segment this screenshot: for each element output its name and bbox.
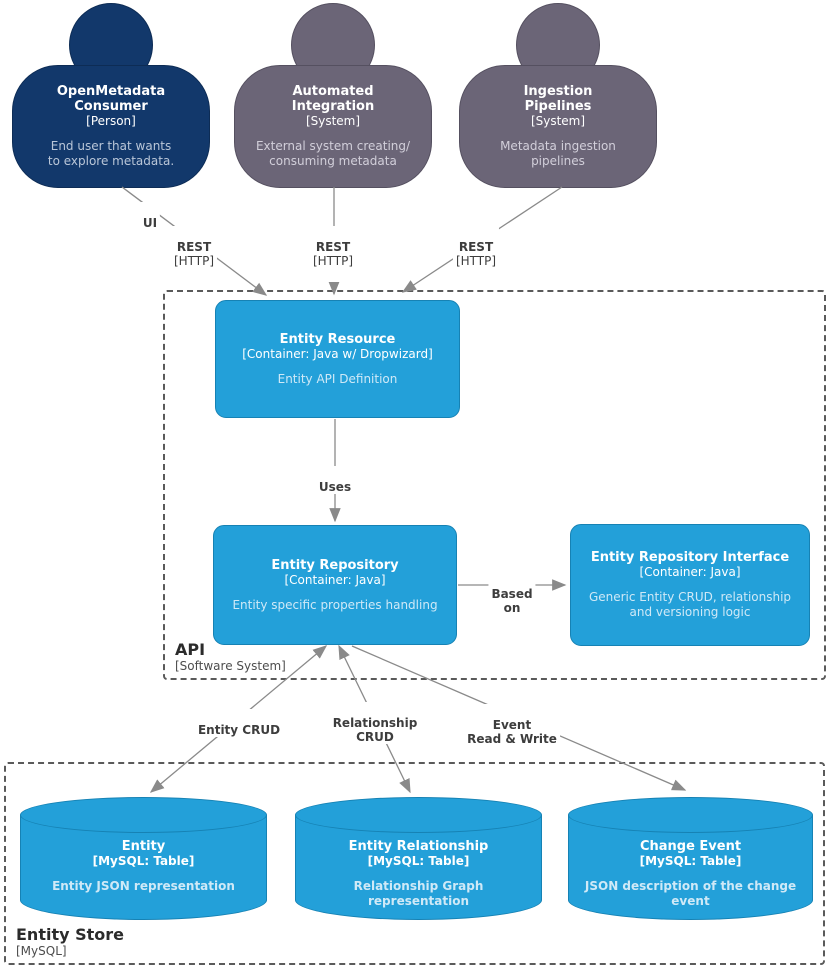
database-description: JSON description of the change event — [584, 879, 797, 908]
actor-automated-integration-body: Automated Integration [System] External … — [234, 65, 432, 188]
edge-label-text: Based on — [491, 587, 533, 615]
database-cylinder-body — [20, 815, 267, 920]
edge-label-ui: UI — [139, 202, 161, 230]
container-entity-repository-interface: Entity Repository Interface [Container: … — [570, 524, 810, 646]
edge-label-text: Entity CRUD — [197, 723, 281, 737]
actor-title: Automated Integration — [291, 84, 375, 114]
actor-description: Metadata ingestion pipelines — [500, 139, 616, 168]
actor-openmetadata-consumer-body: OpenMetadata Consumer [Person] End user … — [12, 65, 210, 188]
database-entity-relationship-content: Entity Relationship [MySQL: Table] Relat… — [295, 797, 542, 909]
actor-type: [System] — [530, 114, 586, 128]
container-description: Entity API Definition — [277, 371, 398, 386]
boundary-api-sub: [Software System] — [175, 659, 286, 673]
edge-label-relationship-crud: Relationship CRUD — [329, 702, 421, 744]
actor-type: [System] — [305, 114, 361, 128]
edge-label-tech: [HTTP] — [312, 254, 354, 268]
edge-label-rest-1: REST [HTTP] — [170, 226, 218, 282]
actor-ingestion-pipelines: Ingestion Pipelines [System] Metadata in… — [459, 3, 657, 188]
edge-label-text: REST — [176, 240, 212, 254]
boundary-api-label: API [Software System] — [175, 641, 286, 674]
edge-label-entity-crud: Entity CRUD — [194, 709, 284, 737]
edge-label-rest-3: REST [HTTP] — [452, 226, 500, 282]
edge-label-text: REST — [458, 240, 494, 254]
database-tech: [MySQL: Table] — [639, 854, 742, 868]
database-cylinder-icon — [568, 797, 813, 833]
container-title: Entity Repository Interface — [590, 550, 790, 565]
boundary-entity-store-name: Entity Store — [16, 925, 125, 944]
container-title: Entity Resource — [279, 331, 396, 347]
database-description: Relationship Graph representation — [353, 879, 484, 908]
database-entity-relationship: Entity Relationship [MySQL: Table] Relat… — [295, 797, 542, 920]
edge-label-text: UI — [142, 216, 158, 230]
actor-title: OpenMetadata Consumer — [56, 84, 166, 114]
database-change-event: Change Event [MySQL: Table] JSON descrip… — [568, 797, 813, 920]
actor-ingestion-pipelines-body: Ingestion Pipelines [System] Metadata in… — [459, 65, 657, 188]
database-title: Change Event — [639, 839, 742, 854]
container-description: Entity specific properties handling — [232, 597, 438, 612]
database-description: Entity JSON representation — [52, 879, 235, 893]
boundary-entity-store-sub: [MySQL] — [16, 944, 67, 958]
container-entity-resource: Entity Resource [Container: Java w/ Drop… — [215, 300, 460, 418]
database-tech: [MySQL: Table] — [92, 854, 195, 868]
container-tech: [Container: Java] — [284, 572, 386, 587]
actor-description: End user that wants to explore metadata. — [47, 139, 175, 168]
actor-automated-integration: Automated Integration [System] External … — [234, 3, 432, 188]
database-tech: [MySQL: Table] — [367, 854, 470, 868]
actor-title: Ingestion Pipelines — [523, 84, 593, 114]
database-change-event-content: Change Event [MySQL: Table] JSON descrip… — [568, 797, 813, 909]
edge-label-text: Event Read & Write — [467, 718, 557, 746]
container-entity-repository: Entity Repository [Container: Java] Enti… — [213, 525, 457, 645]
edge-label-uses: Uses — [315, 466, 355, 494]
database-entity: Entity [MySQL: Table] Entity JSON repres… — [20, 797, 267, 920]
edge-label-event-read-write: Event Read & Write — [464, 704, 560, 746]
actor-type: [Person] — [86, 114, 136, 128]
database-title: Entity Relationship — [348, 839, 489, 854]
container-tech: [Container: Java] — [639, 565, 741, 579]
database-cylinder-icon — [20, 797, 267, 833]
edge-label-based-on: Based on — [488, 573, 536, 615]
database-title: Entity — [121, 839, 166, 854]
edge-label-tech: [HTTP] — [173, 254, 215, 268]
container-description: Generic Entity CRUD, relationship and ve… — [588, 590, 792, 619]
edge-label-text: Uses — [318, 480, 352, 494]
boundary-entity-store-label: Entity Store [MySQL] — [16, 925, 125, 959]
container-tech: [Container: Java w/ Dropwizard] — [242, 346, 433, 361]
database-entity-content: Entity [MySQL: Table] Entity JSON repres… — [20, 797, 267, 894]
database-cylinder-icon — [295, 797, 542, 833]
container-title: Entity Repository — [271, 557, 399, 573]
edge-label-tech: [HTTP] — [455, 254, 497, 268]
actor-description: External system creating/ consuming meta… — [255, 139, 411, 168]
edge-label-text: Relationship CRUD — [332, 716, 418, 744]
edge-label-text: REST — [315, 240, 351, 254]
edge-label-rest-2: REST [HTTP] — [309, 226, 357, 282]
actor-openmetadata-consumer: OpenMetadata Consumer [Person] End user … — [12, 3, 210, 188]
